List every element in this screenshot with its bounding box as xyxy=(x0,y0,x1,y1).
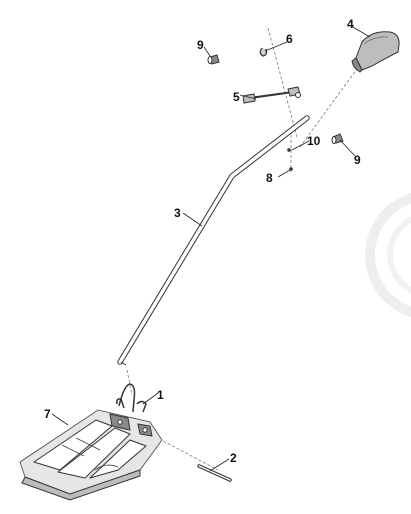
knob-part-top xyxy=(207,54,220,65)
small-clip-part xyxy=(259,47,268,57)
callout-1: 1 xyxy=(157,388,164,402)
pin-part-10 xyxy=(287,148,291,152)
callout-10: 10 xyxy=(307,134,321,148)
spring-part xyxy=(116,383,147,413)
handle-bar-part xyxy=(117,115,310,366)
callout-8: 8 xyxy=(266,171,273,185)
cable-part xyxy=(242,86,301,104)
callout-9-top: 9 xyxy=(197,38,204,52)
leader-lines xyxy=(51,25,371,472)
callout-3: 3 xyxy=(174,206,181,220)
pin-part-8 xyxy=(289,167,293,171)
handle-grip-part xyxy=(351,31,400,73)
callout-6: 6 xyxy=(286,32,293,46)
knob-part-right xyxy=(331,133,344,144)
callout-5: 5 xyxy=(233,90,240,104)
callout-7: 7 xyxy=(44,407,51,421)
callout-9-right: 9 xyxy=(354,153,361,167)
axle-rod-part xyxy=(197,464,232,482)
base-deflector-part xyxy=(19,409,163,501)
watermark-logo xyxy=(365,192,411,318)
callout-2: 2 xyxy=(230,451,237,465)
assembly-lines xyxy=(126,27,363,471)
callout-4: 4 xyxy=(347,17,354,31)
